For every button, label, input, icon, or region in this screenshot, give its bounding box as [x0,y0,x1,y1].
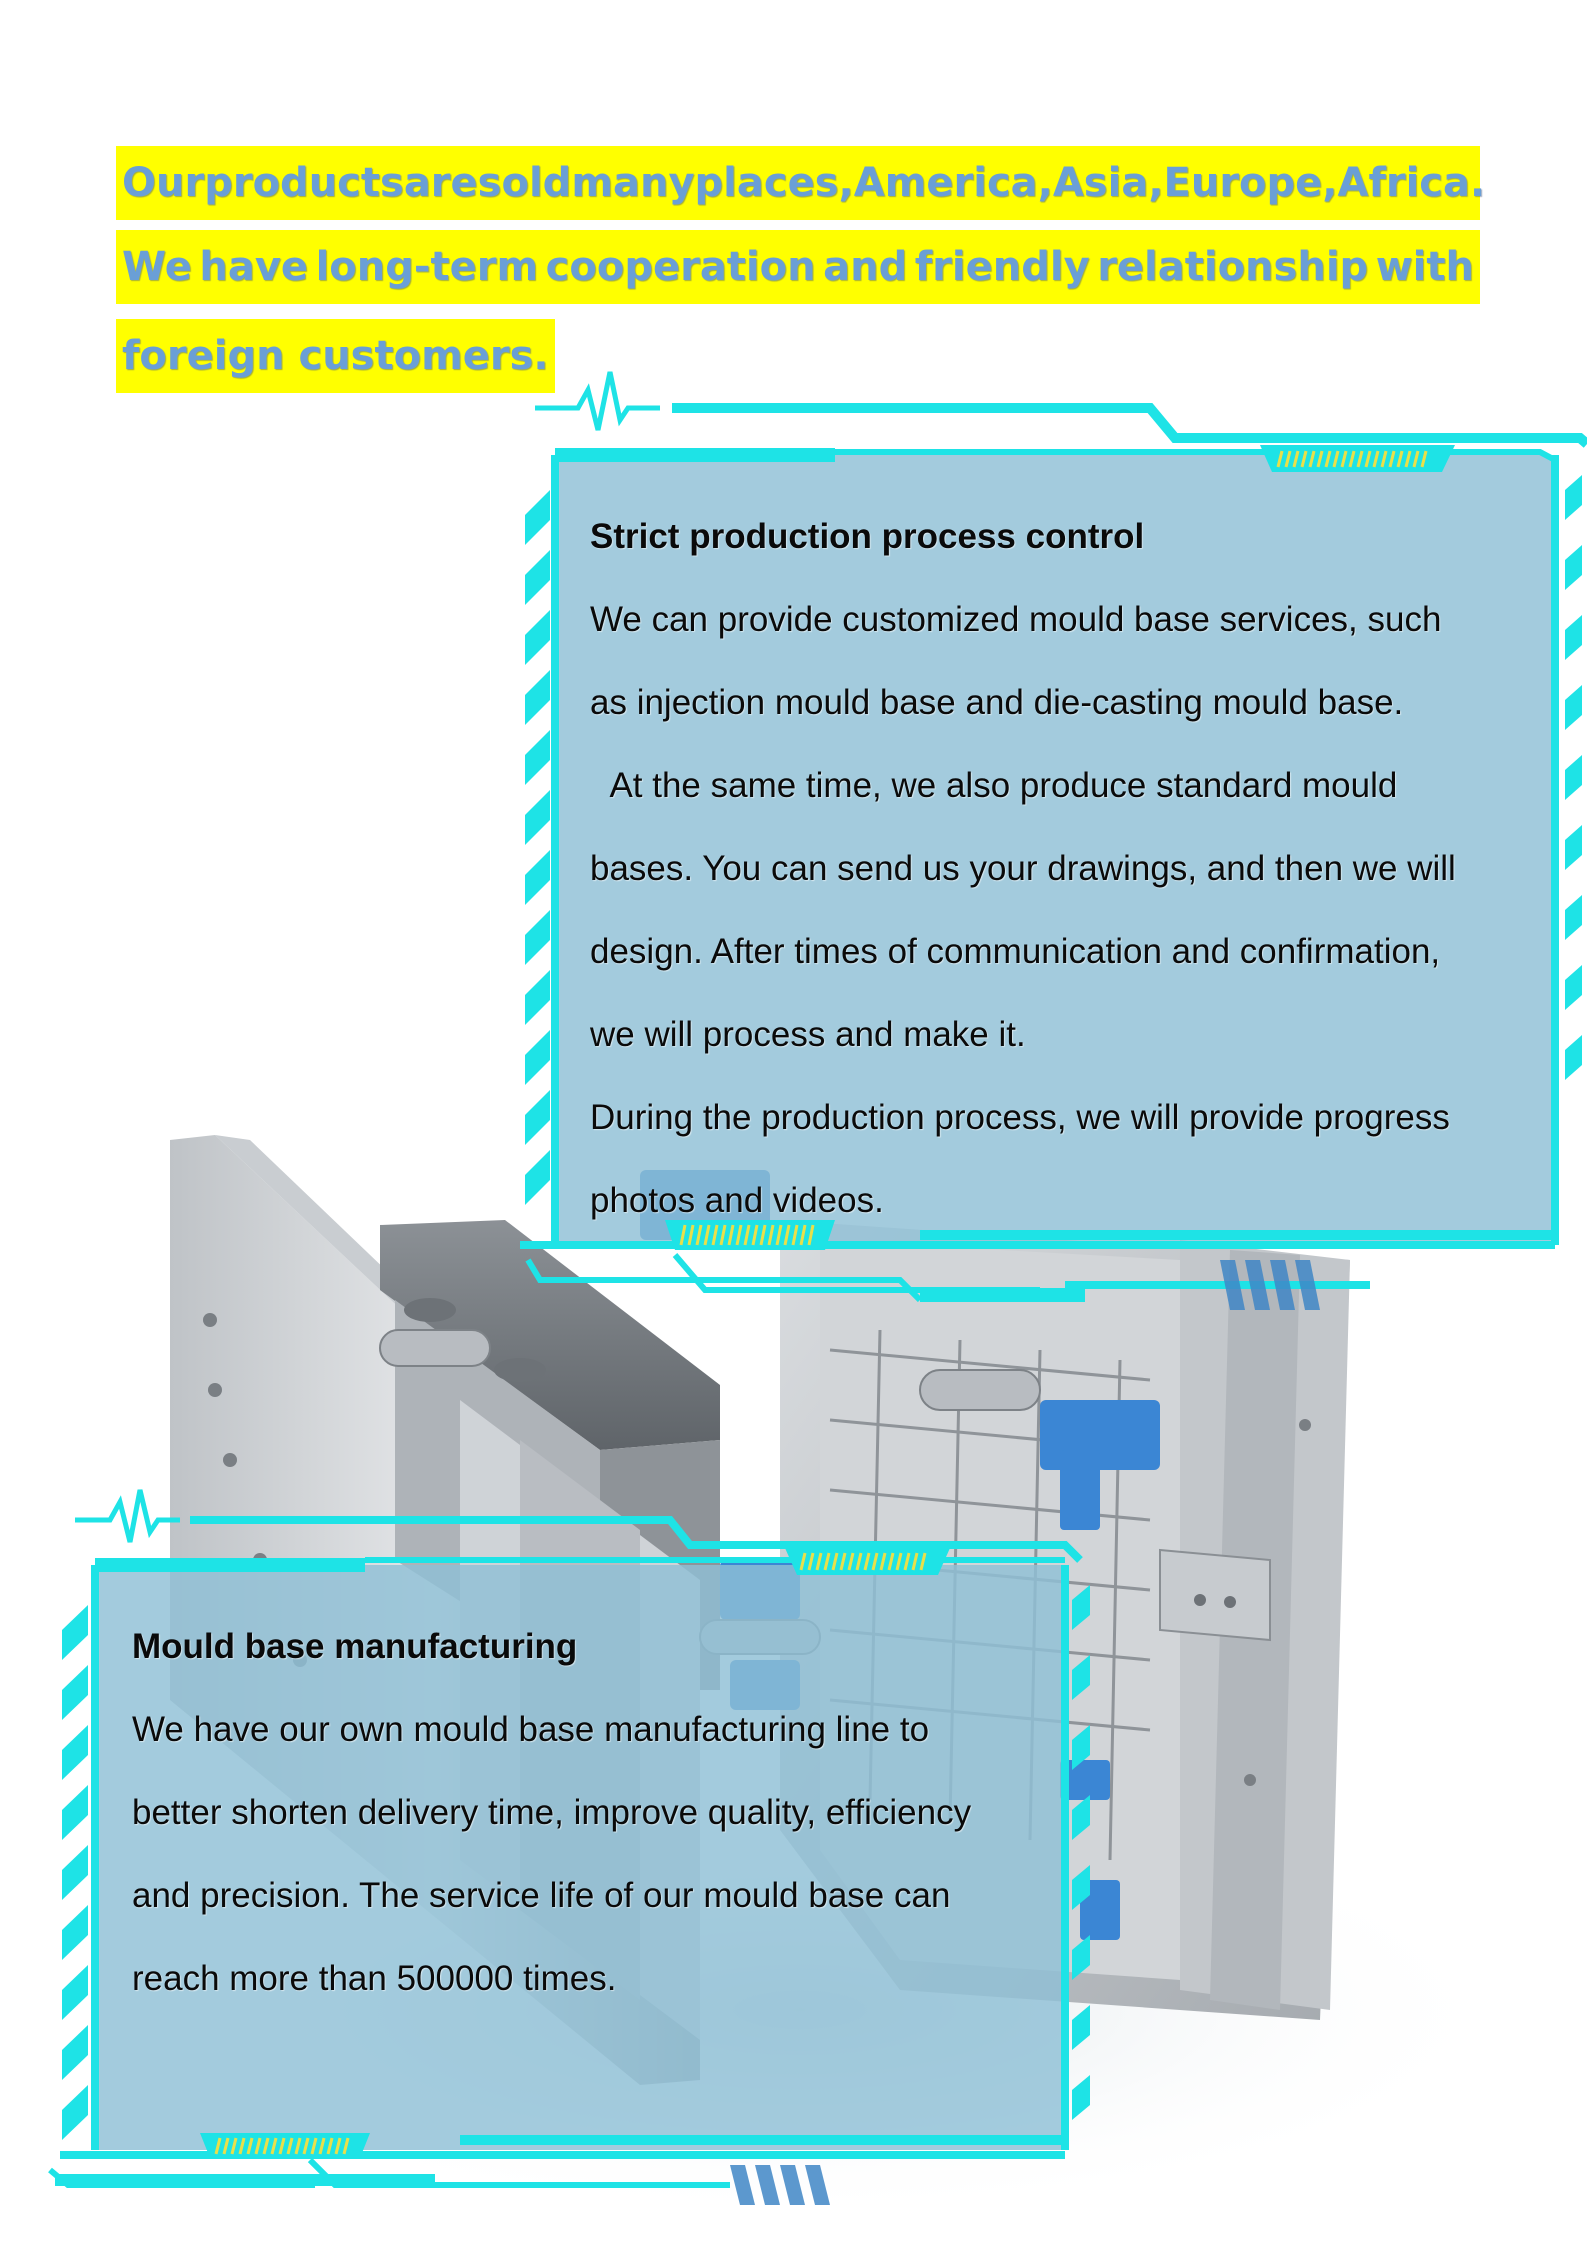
intro-word: We [122,244,192,290]
panel-line: bases. You can send us your drawings, an… [590,849,1456,888]
panel-line: better shorten delivery time, improve qu… [132,1793,972,1832]
panel-line: reach more than 500000 times. [132,1959,617,1998]
intro-word: long-term [315,244,539,290]
heartbeat-icon [535,371,660,431]
panel-line: and precision. The service life of our m… [132,1876,951,1915]
intro-word: have [199,244,309,290]
intro-word: sold [477,160,572,206]
panel-text: Strict production process control We can… [590,495,1550,1242]
intro-word: Our [122,160,205,206]
panel-line: as injection mould base and die-casting … [590,683,1404,722]
panel-text: Mould base manufacturing We have our own… [132,1605,1062,2020]
intro-line-1: Our products are sold many places, Ameri… [116,146,1485,220]
panel-line: design. After times of communication and… [590,932,1441,971]
process-control-panel: Strict production process control We can… [520,360,1587,1310]
intro-word: Asia, [1052,160,1164,206]
intro-word: Africa. [1337,160,1486,206]
intro-line-3: foreign customers. [116,319,555,393]
panel-frame [520,371,1587,1310]
intro-word: many [571,160,695,206]
intro-word: friendly [914,244,1090,290]
intro-paragraph: Our products are sold many places, Ameri… [116,146,1485,393]
heartbeat-icon [75,1489,180,1543]
intro-word: products [204,160,404,206]
panel-line: We can provide customized mould base ser… [590,600,1442,639]
intro-word: America, [853,160,1053,206]
panel-line: We have our own mould base manufacturing… [132,1710,930,1749]
intro-word: relationship [1097,244,1369,290]
panel-line: During the production process, we will p… [590,1098,1450,1137]
intro-word: and [823,244,908,290]
mould-base-manufacturing-panel: Mould base manufacturing We have our own… [48,1489,1110,2230]
panel-line: we will process and make it. [590,1015,1026,1054]
intro-word: with [1375,244,1474,290]
panel-frame [48,1489,1090,2205]
panel-title: Strict production process control [590,517,1145,556]
intro-word: places, [694,160,854,206]
panel-title: Mould base manufacturing [132,1627,578,1666]
panel-line: At the same time, we also produce standa… [590,766,1398,805]
intro-word: cooperation [545,244,816,290]
intro-line-2: We have long-term cooperation and friend… [116,230,1480,304]
intro-word: Europe, [1163,160,1338,206]
intro-word: are [403,160,478,206]
panel-line: photos and videos. [590,1181,884,1220]
